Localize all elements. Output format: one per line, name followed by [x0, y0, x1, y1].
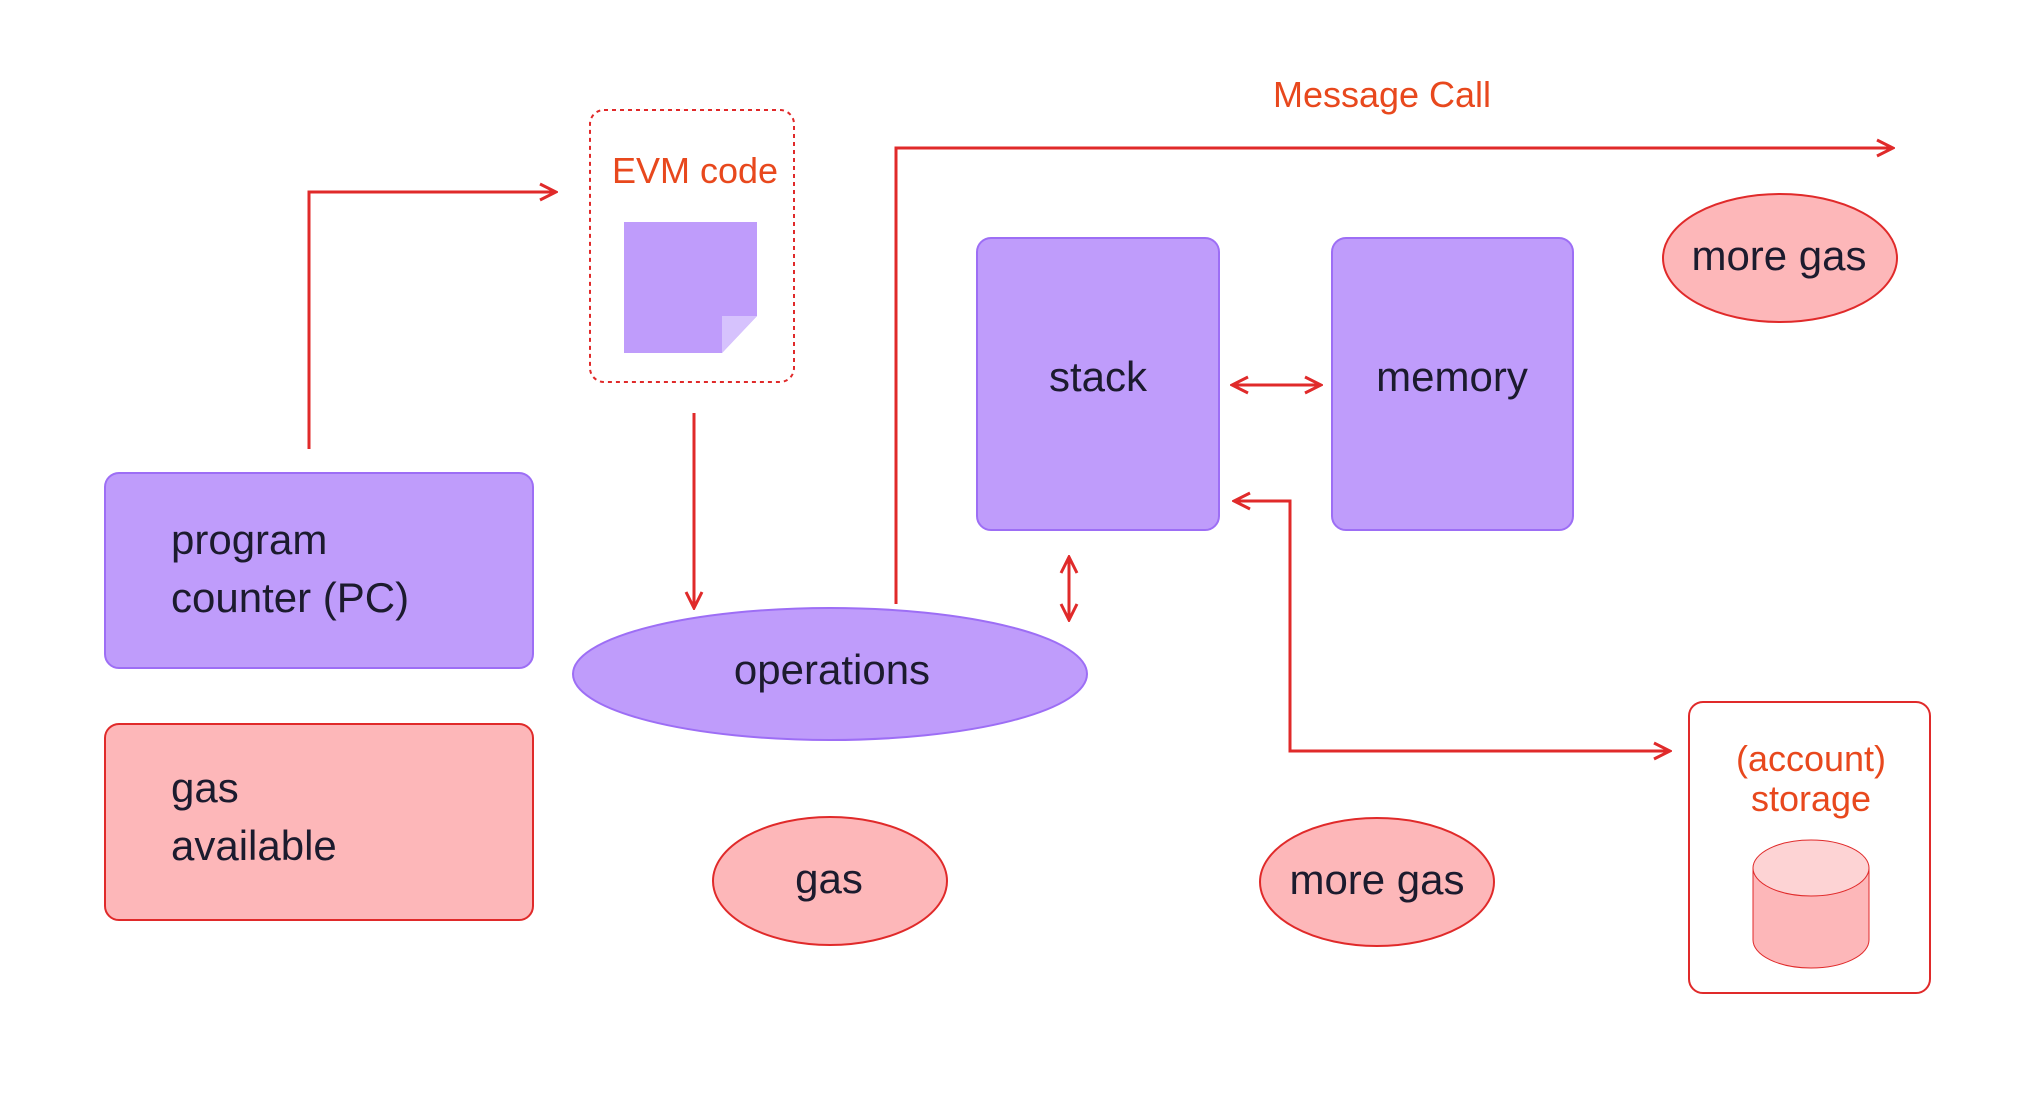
database-icon [1752, 839, 1870, 969]
gas-label: gas [795, 855, 863, 902]
memory-node: memory [1331, 237, 1574, 531]
more-gas-top-label: more gas [1691, 232, 1866, 279]
stack-storage-arrow [1234, 501, 1670, 751]
message-call-label: Message Call [1273, 74, 1491, 115]
storage-label-line2: storage [1751, 778, 1871, 819]
gas-available-label-line2: available [171, 822, 337, 869]
gas-node: gas [712, 816, 948, 946]
message-call-arrow [894, 148, 1893, 604]
account-storage-node: (account) storage [1688, 701, 1931, 994]
more-gas-top-node: more gas [1662, 193, 1898, 323]
evm-code-node: EVM code [589, 109, 795, 383]
storage-label-line1: (account) [1736, 738, 1886, 779]
operations-label: operations [734, 646, 930, 693]
stack-node: stack [976, 237, 1220, 531]
memory-label: memory [1376, 353, 1528, 400]
pc-to-evm-code-arrow [307, 192, 556, 449]
document-icon [624, 222, 757, 353]
evm-code-label: EVM code [612, 150, 778, 191]
program-counter-label-line1: program [171, 516, 327, 563]
more-gas-bottom-node: more gas [1259, 817, 1495, 947]
gas-available-label-line1: gas [171, 764, 239, 811]
more-gas-bottom-label: more gas [1289, 856, 1464, 903]
program-counter-label-line2: counter (PC) [171, 574, 409, 621]
program-counter-node: program counter (PC) [104, 472, 534, 669]
gas-available-node: gas available [104, 723, 534, 921]
operations-node: operations [572, 607, 1088, 741]
stack-label: stack [1049, 353, 1148, 400]
